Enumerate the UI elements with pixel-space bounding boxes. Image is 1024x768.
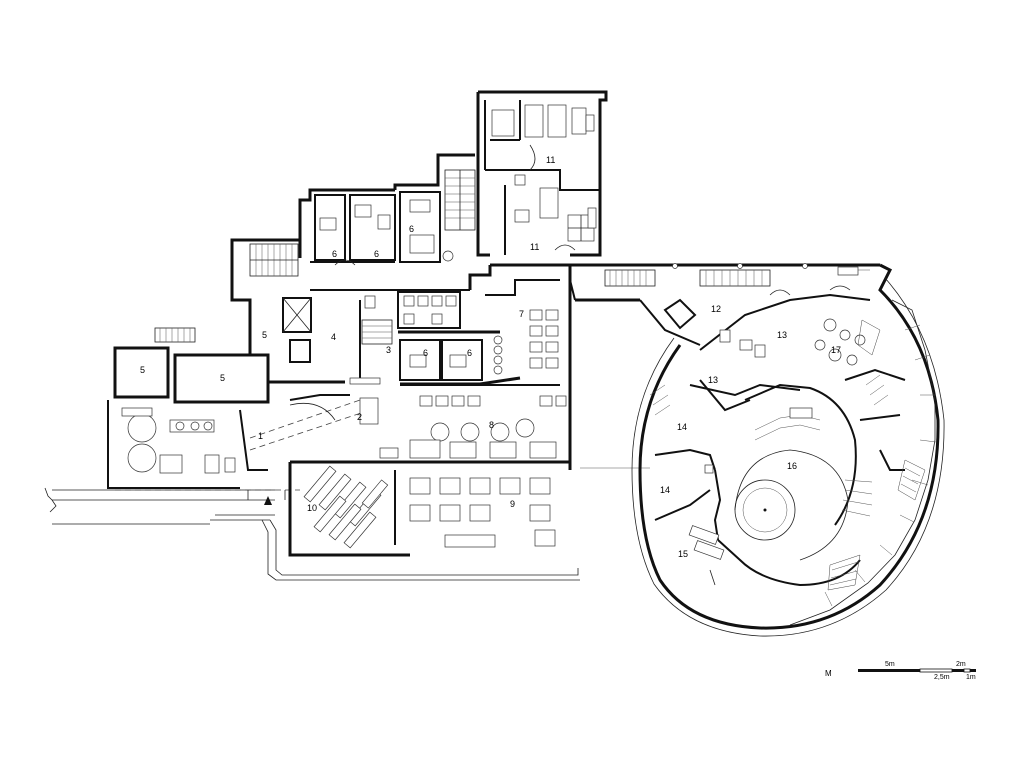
room-label-14b: 14 bbox=[660, 485, 670, 495]
room-label-16: 16 bbox=[787, 461, 797, 471]
scale-bar: M 5m 2,5m 2m 1m bbox=[825, 661, 976, 681]
central-block bbox=[230, 153, 521, 386]
room-label-3: 3 bbox=[386, 345, 391, 355]
room-label-6a: 6 bbox=[332, 249, 337, 259]
room-label-11b: 11 bbox=[530, 242, 539, 252]
room-label-15: 15 bbox=[678, 549, 688, 559]
scale-tick-5m: 5m bbox=[885, 661, 895, 668]
room-label-5b: 5 bbox=[220, 373, 225, 383]
west-wing bbox=[107, 327, 379, 505]
room-label-6d: 6 bbox=[423, 348, 428, 358]
room-label-11a: 11 bbox=[546, 155, 555, 165]
room-label-13b: 13 bbox=[708, 375, 718, 385]
room-label-17: 17 bbox=[831, 345, 841, 355]
scale-tick-2m: 2m bbox=[956, 661, 966, 668]
room-label-13a: 13 bbox=[777, 330, 787, 340]
room-label-12: 12 bbox=[711, 304, 721, 314]
site-lines bbox=[44, 467, 650, 581]
room-label-9: 9 bbox=[510, 499, 515, 509]
room-label-7: 7 bbox=[519, 309, 524, 319]
spa-wing bbox=[631, 263, 945, 637]
room-label-5c: 5 bbox=[262, 330, 267, 340]
room-label-14a: 14 bbox=[677, 422, 687, 432]
scale-tick-1m: 1m bbox=[966, 674, 976, 681]
room-label-10: 10 bbox=[307, 503, 317, 513]
room-label-6b: 6 bbox=[374, 249, 379, 259]
room-label-2: 2 bbox=[357, 412, 362, 422]
room-label-8: 8 bbox=[489, 420, 494, 430]
room-label-6e: 6 bbox=[467, 348, 472, 358]
scale-tick-2-5m: 2,5m bbox=[934, 674, 950, 681]
corridor bbox=[569, 263, 880, 346]
north-wing bbox=[476, 90, 608, 257]
south-hall bbox=[288, 263, 572, 557]
room-label-5a: 5 bbox=[140, 365, 145, 375]
room-label-4: 4 bbox=[331, 332, 336, 342]
room-labels: 1 2 3 4 5 5 5 6 6 6 6 6 7 8 9 10 11 11 1… bbox=[140, 155, 841, 559]
room-label-6c: 6 bbox=[409, 224, 414, 234]
room-label-1: 1 bbox=[258, 431, 263, 441]
scale-label: M bbox=[825, 669, 832, 678]
